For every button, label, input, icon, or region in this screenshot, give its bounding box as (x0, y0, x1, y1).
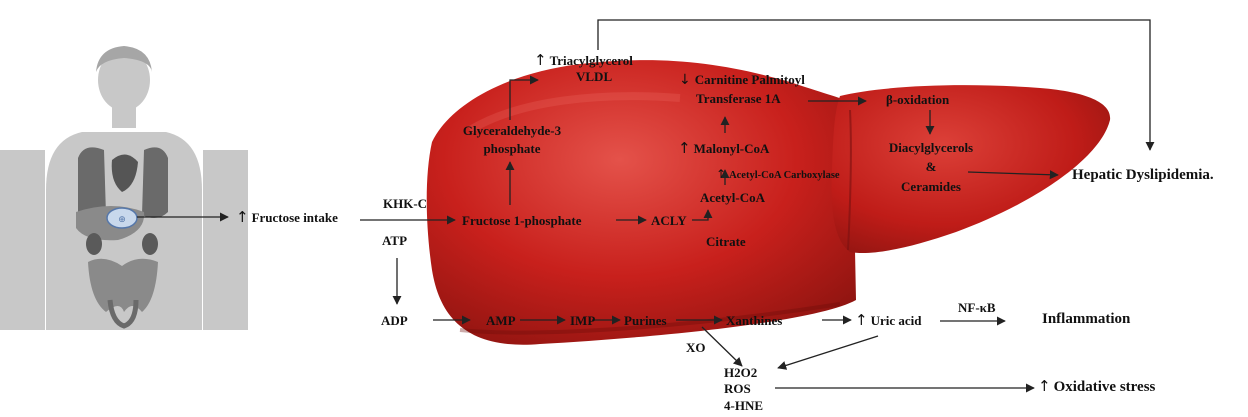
label-cpt1a-line2: Transferase 1A (696, 92, 781, 107)
label-acetyl-coa-carboxylase: ↑Acetyl-CoA Carboxylase (716, 168, 840, 182)
label-ceramides: Ceramides (876, 180, 986, 195)
label-acly: ACLY (651, 214, 687, 229)
label-g3p-line1: Glyceraldehyde-3 (452, 124, 572, 139)
label-beta-oxidation: β-oxidation (886, 93, 949, 108)
label-atp: ATP (382, 234, 407, 249)
label-vldl: VLDL (576, 70, 612, 85)
label-inflammation: Inflammation (1042, 311, 1130, 328)
label-oxidative-stress: ↑Oxidative stress (1038, 378, 1155, 396)
label-triacylglycerol: ↑Triacylglycerol (534, 52, 633, 69)
arm-shape (0, 150, 45, 330)
label-nf-kb: NF-κB (958, 301, 996, 316)
label-hepatic-dyslipidemia: Hepatic Dyslipidemia. (1072, 167, 1214, 184)
label-adp: ADP (381, 314, 408, 329)
label-cpt1a-line1: ↓Carnitine Palmitoyl (679, 72, 805, 88)
label-fructose-1-phosphate: Fructose 1-phosphate (462, 214, 582, 229)
label-g3p-line2: phosphate (452, 142, 572, 157)
label-citrate: Citrate (706, 235, 746, 250)
label-acetyl-coa: Acetyl-CoA (700, 191, 765, 206)
arrow-uricacid-to-h2o2 (778, 336, 878, 368)
label-diacylglycerols: Diacylglycerols (876, 141, 986, 156)
liver-right-lobe (427, 60, 856, 345)
label-malonyl-coa: ↑Malonyl-CoA (678, 140, 769, 157)
label-ros: ROS (724, 382, 751, 397)
kidney-icon (86, 233, 102, 255)
label-khk-c: KHK-C (383, 197, 427, 212)
label-uric-acid: ↑Uric acid (855, 312, 921, 329)
label-xo: XO (686, 341, 706, 356)
label-amp: AMP (486, 314, 516, 329)
arrow-purines-to-h2o2 (702, 327, 742, 366)
label-imp: IMP (570, 314, 595, 329)
human-body-illustration: ⊕ (0, 46, 248, 330)
label-ampersand: & (876, 160, 986, 175)
label-4-hne: 4-HNE (724, 399, 763, 414)
label-purines: Purines (624, 314, 667, 329)
label-h2o2: H2O2 (724, 366, 757, 381)
right-lung-shape (142, 147, 168, 218)
svg-text:⊕: ⊕ (118, 215, 126, 225)
label-xanthines: Xanthines (726, 314, 782, 329)
label-fructose-intake: ↑Fructose intake (236, 209, 338, 226)
